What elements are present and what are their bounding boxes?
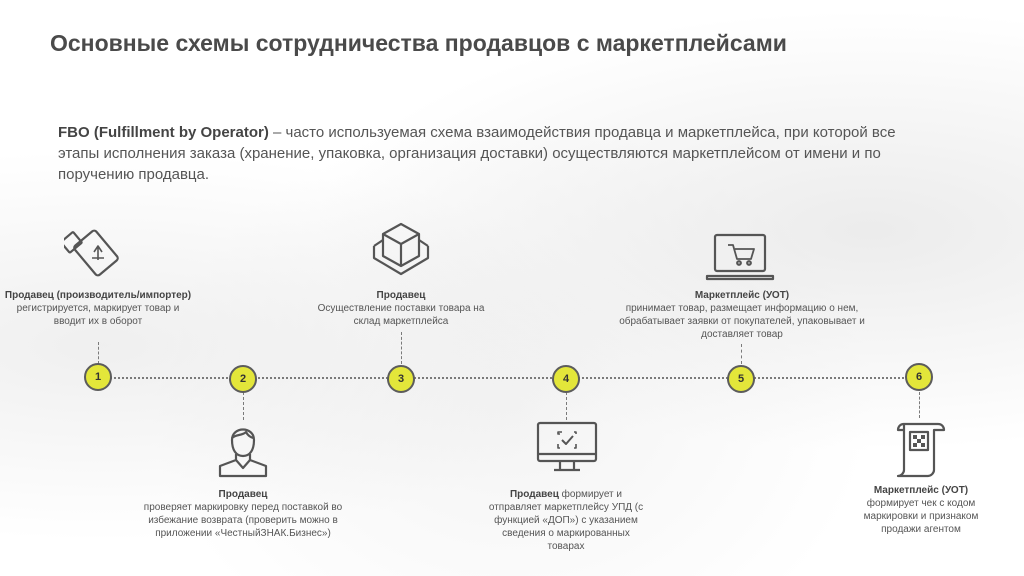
step-label-6: Маркетплейс (УОТ) формирует чек с кодом … [846, 484, 996, 536]
laptop-cart-icon [705, 233, 775, 281]
connector-4 [566, 392, 567, 420]
step-actor-5: Маркетплейс (УОТ) [694, 290, 790, 301]
intro-paragraph: FBO (Fulfillment by Operator) – часто ис… [58, 122, 928, 185]
person-icon [218, 428, 268, 478]
connector-1 [98, 342, 99, 364]
step-actor-2: Продавец [218, 489, 268, 500]
step-label-1: Продавец (производитель/импортер) регист… [0, 289, 196, 328]
timeline-line [97, 377, 920, 379]
step-node-4: 4 [552, 365, 580, 393]
step-desc-3: Осуществление поставки товара на склад м… [317, 303, 485, 327]
step-desc-6: формирует чек с кодом маркировки и призн… [863, 498, 979, 535]
connector-2 [243, 392, 244, 420]
intro-term: FBO (Fulfillment by Operator) [58, 124, 269, 141]
step-node-3: 3 [387, 365, 415, 393]
step-label-3: Продавец Осуществление поставки товара н… [306, 289, 496, 328]
usb-drive-icon [64, 229, 119, 277]
step-actor-4: Продавец [509, 489, 559, 500]
connector-3 [401, 332, 402, 364]
step-desc-5: принимает товар, размещает информацию о … [619, 303, 865, 340]
receipt-qr-icon [896, 422, 946, 478]
page-title: Основные схемы сотрудничества продавцов … [50, 30, 787, 56]
step-desc-2: проверяет маркировку перед поставкой во … [143, 502, 343, 539]
step-desc-1: регистрируется, маркирует товар и вводит… [16, 303, 180, 327]
step-node-5: 5 [727, 365, 755, 393]
step-desc-4: формирует и отправляет маркетплейсу УПД … [488, 489, 644, 552]
step-node-6: 6 [905, 363, 933, 391]
box-icon [372, 222, 430, 276]
step-node-1: 1 [84, 363, 112, 391]
step-actor-1: Продавец (производитель/импортер) [4, 290, 192, 301]
connector-5 [741, 344, 742, 364]
step-node-2: 2 [229, 365, 257, 393]
step-label-4: Продавец формирует и отправляет маркетпл… [488, 488, 644, 553]
intro-text: – часто используемая схема взаимодействи… [58, 124, 896, 183]
connector-6 [919, 392, 920, 418]
step-label-5: Маркетплейс (УОТ) принимает товар, разме… [614, 289, 870, 341]
step-actor-6: Маркетплейс (УОТ) [873, 485, 969, 496]
step-label-2: Продавец проверяет маркировку перед пост… [143, 488, 343, 540]
step-actor-3: Продавец [376, 290, 426, 301]
monitor-check-icon [536, 421, 598, 472]
